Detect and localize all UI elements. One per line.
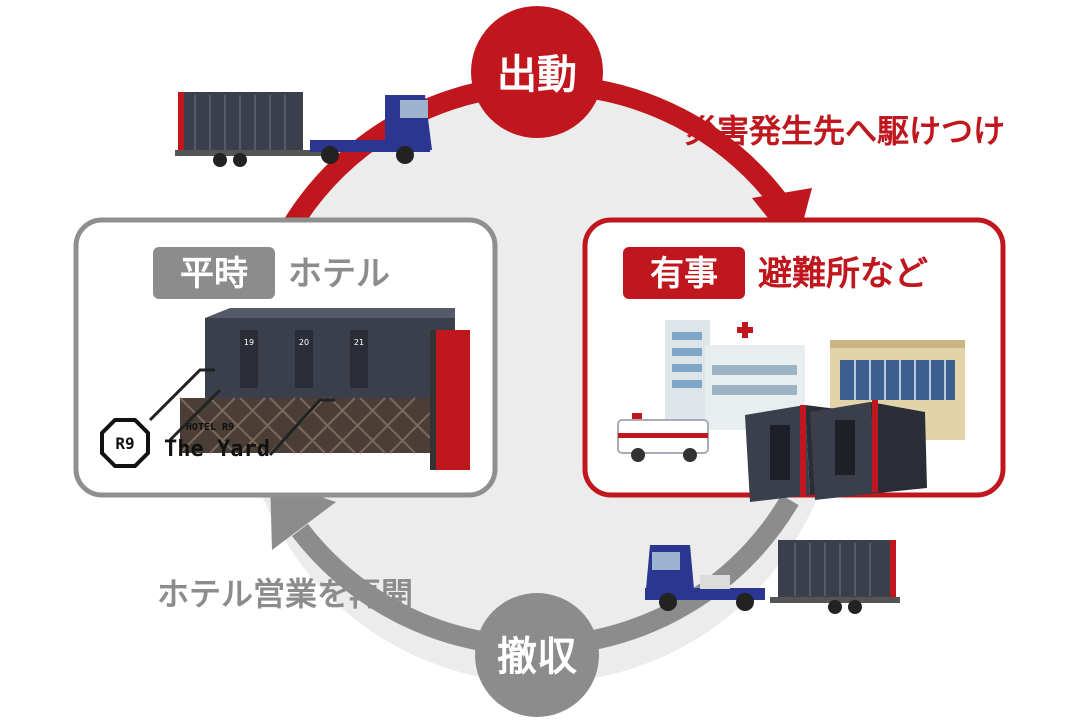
- dispatch-circle: [471, 6, 603, 138]
- dispatch-label: 出動: [497, 52, 577, 98]
- emergency-badge: [623, 247, 745, 299]
- red-arrow-caption: 災害発生先へ駆けつけ: [685, 112, 1005, 150]
- normal-time-badge: [153, 247, 275, 299]
- left-panel: 平時 ホテル 19 20 21 R9 HOTEL R9 The Yar: [73, 217, 498, 498]
- room-number: 20: [299, 338, 309, 347]
- ambulance-icon: [617, 413, 709, 462]
- withdraw-circle: [475, 593, 599, 717]
- hotel-container-icon: 19 20 21: [148, 308, 470, 470]
- shelter-container-icon: [745, 400, 927, 502]
- gray-arrow-caption: ホテル営業を再開: [157, 575, 413, 613]
- truck-with-container-icon: [175, 92, 432, 167]
- logo-mark: R9: [115, 434, 134, 453]
- hotel-logo: R9 HOTEL R9 The Yard: [100, 418, 270, 468]
- truck-with-container-icon: [645, 540, 900, 614]
- right-panel: 有事 避難所など: [582, 217, 1006, 502]
- hotel-title: ホテル: [288, 254, 390, 294]
- logo-small-text: HOTEL R9: [186, 422, 234, 433]
- normal-time-badge-label: 平時: [180, 254, 248, 294]
- shelter-title: 避難所など: [758, 254, 928, 294]
- emergency-badge-label: 有事: [650, 254, 718, 294]
- logo-name: The Yard: [164, 437, 270, 462]
- withdraw-label: 撤収: [497, 634, 577, 680]
- room-number: 21: [354, 338, 364, 347]
- room-number: 19: [244, 338, 254, 347]
